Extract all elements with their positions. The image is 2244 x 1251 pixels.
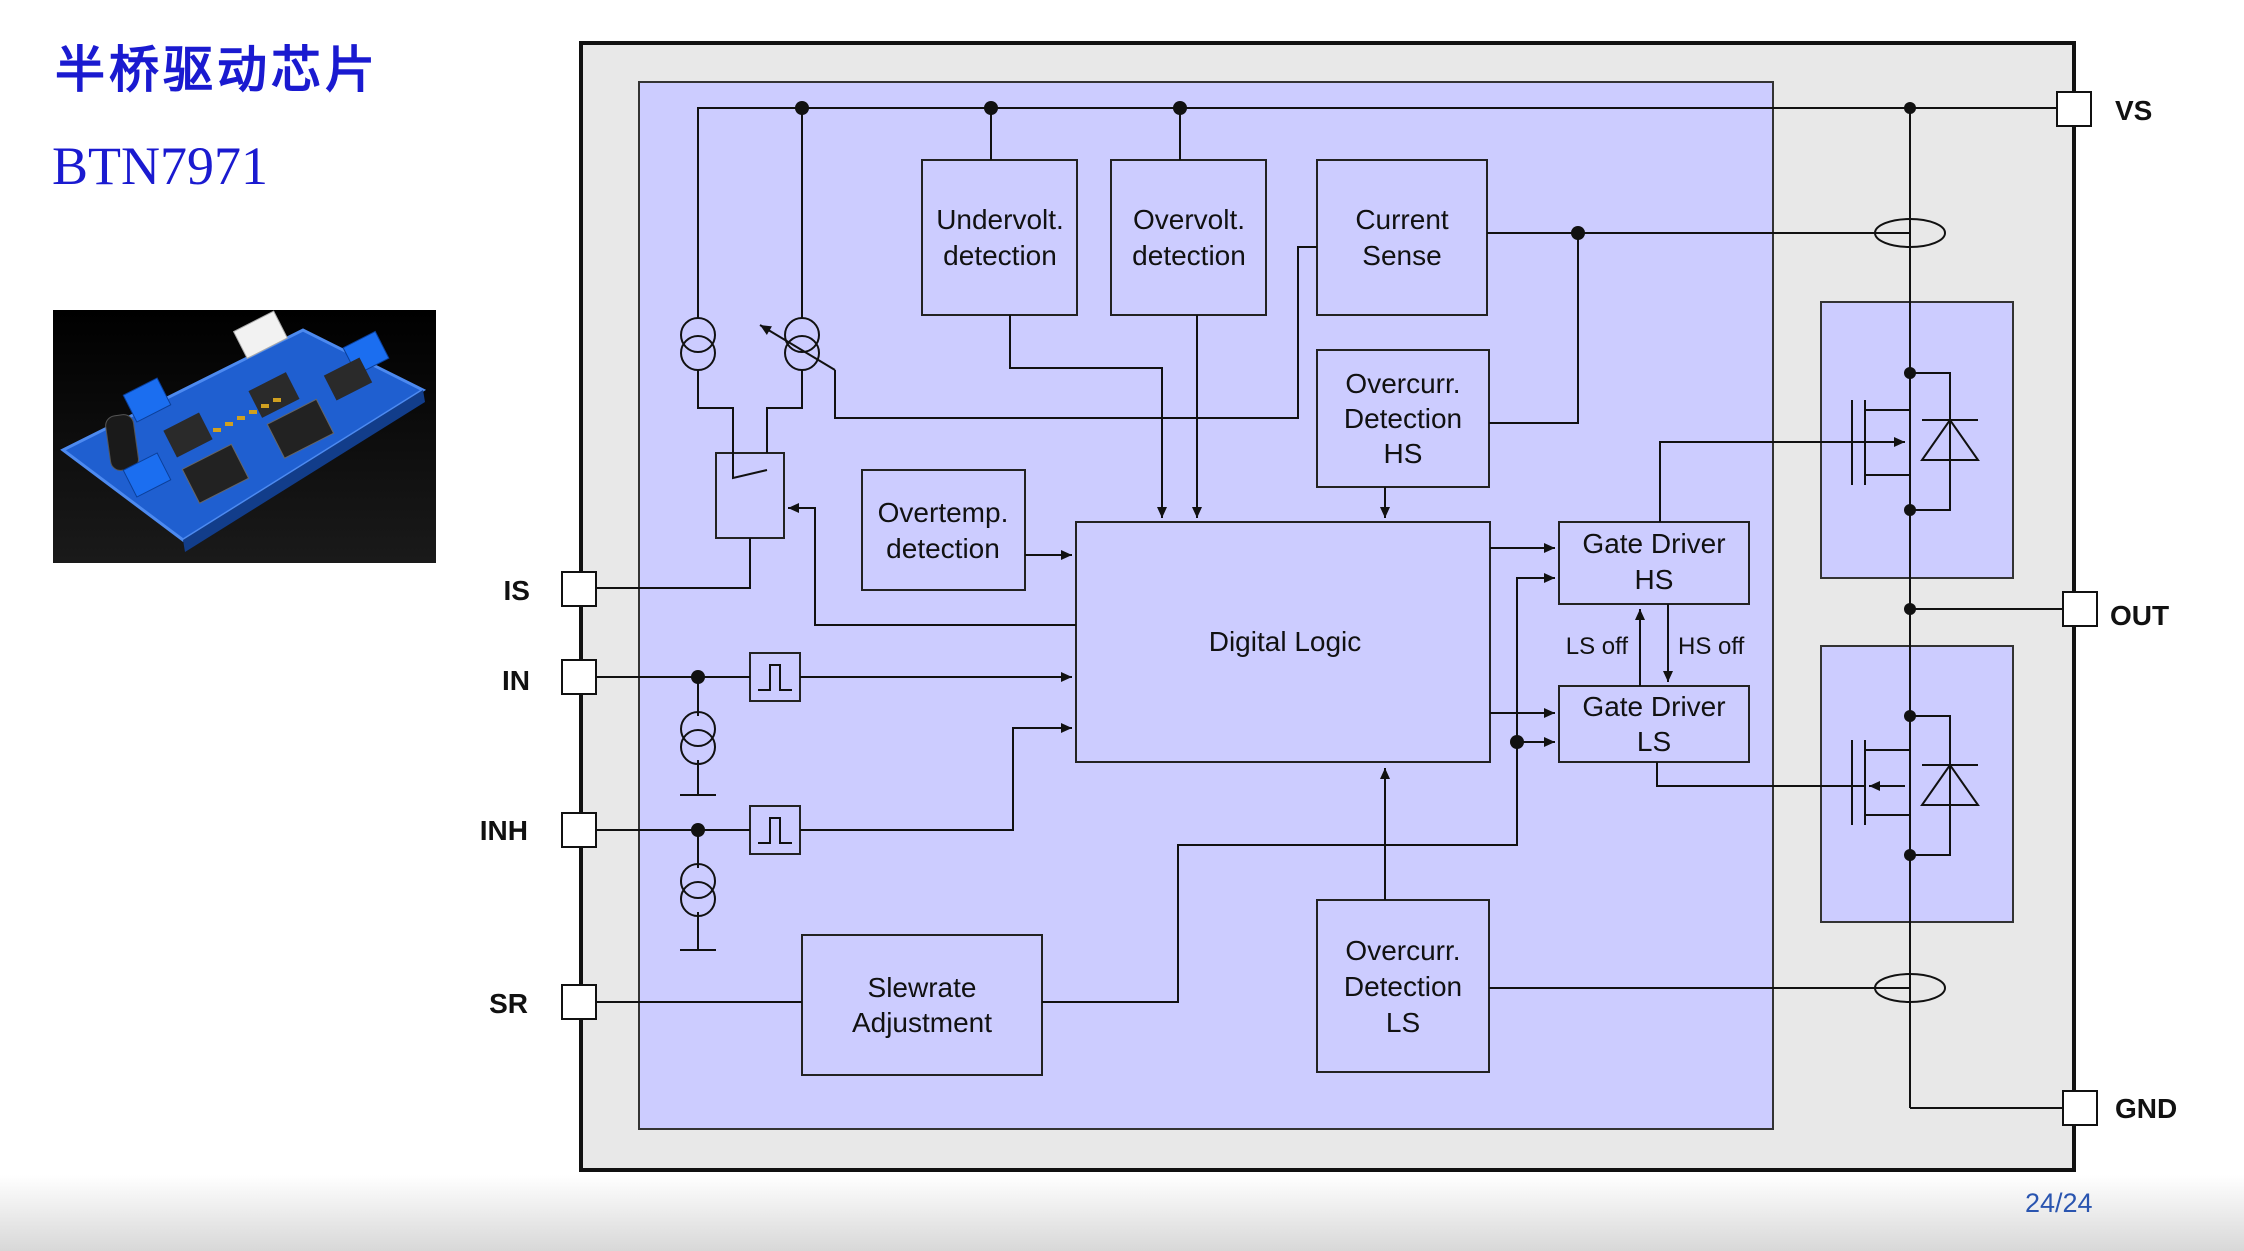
overvolt-label-2: detection xyxy=(1132,240,1246,271)
page-number: 24/24 xyxy=(2025,1188,2093,1218)
gate-driver-ls-label-2: LS xyxy=(1637,726,1671,757)
overtemp-label-1: Overtemp. xyxy=(878,497,1009,528)
is-switch-block xyxy=(715,452,785,539)
hs-mosfet-icon xyxy=(1851,372,1980,511)
overvolt-block xyxy=(1110,159,1267,316)
slide-title: 半桥驱动芯片 xyxy=(55,40,379,99)
pin-inh xyxy=(561,812,597,848)
digital-logic-label: Digital Logic xyxy=(1209,626,1362,657)
pin-sr-label: SR xyxy=(489,988,528,1019)
digital-logic-block xyxy=(1075,521,1491,763)
slide-subtitle: BTN7971 xyxy=(52,136,268,196)
pin-sr xyxy=(561,984,597,1020)
overcurr-ls-label-1: Overcurr. xyxy=(1345,935,1460,966)
current-sense-label-2: Sense xyxy=(1362,240,1441,271)
slewrate-label-2: Adjustment xyxy=(852,1007,992,1038)
ls-mosfet-box xyxy=(1820,645,2014,923)
gate-driver-hs-label-2: HS xyxy=(1635,564,1674,595)
pin-out-label: OUT xyxy=(2110,600,2169,631)
gate-driver-ls-label-1: Gate Driver xyxy=(1582,691,1725,722)
overtemp-block xyxy=(861,469,1026,591)
pin-gnd xyxy=(2062,1090,2098,1126)
undervolt-label-1: Undervolt. xyxy=(936,204,1064,235)
gate-driver-hs-block xyxy=(1558,521,1750,605)
pin-gnd-label: GND xyxy=(2115,1093,2177,1124)
hs-off-label: HS off xyxy=(1678,633,1745,660)
pin-is xyxy=(561,571,597,607)
overcurr-ls-block xyxy=(1316,899,1490,1073)
pin-in-label: IN xyxy=(502,665,530,696)
gate-driver-hs-label-1: Gate Driver xyxy=(1582,528,1725,559)
pin-inh-label: INH xyxy=(480,815,528,846)
pin-vs-label: VS xyxy=(2115,95,2152,126)
board-photo xyxy=(53,310,436,563)
overcurr-hs-block xyxy=(1316,349,1490,488)
ls-mosfet-icon xyxy=(1851,715,1980,856)
slewrate-label-1: Slewrate xyxy=(868,972,977,1003)
pin-in xyxy=(561,659,597,695)
overtemp-label-2: detection xyxy=(886,533,1000,564)
overcurr-ls-label-2: Detection xyxy=(1344,971,1462,1002)
current-sense-label-1: Current xyxy=(1355,204,1449,235)
hs-mosfet-box xyxy=(1820,301,2014,579)
slewrate-block xyxy=(801,934,1043,1076)
undervolt-label-2: detection xyxy=(943,240,1057,271)
overcurr-ls-label-3: LS xyxy=(1386,1007,1420,1038)
bottom-bar xyxy=(0,1175,2244,1251)
overcurr-hs-label-2: Detection xyxy=(1344,403,1462,434)
inh-schmitt xyxy=(749,805,801,855)
pin-vs xyxy=(2056,91,2092,127)
gate-driver-ls-block xyxy=(1558,685,1750,763)
undervolt-block xyxy=(921,159,1078,316)
ls-off-label: LS off xyxy=(1566,633,1629,660)
overcurr-hs-label-1: Overcurr. xyxy=(1345,368,1460,399)
pin-out xyxy=(2062,591,2098,627)
overcurr-hs-label-3: HS xyxy=(1384,438,1423,469)
overvolt-label-1: Overvolt. xyxy=(1133,204,1245,235)
in-schmitt xyxy=(749,652,801,702)
pin-is-label: IS xyxy=(504,575,530,606)
current-sense-block xyxy=(1316,159,1488,316)
